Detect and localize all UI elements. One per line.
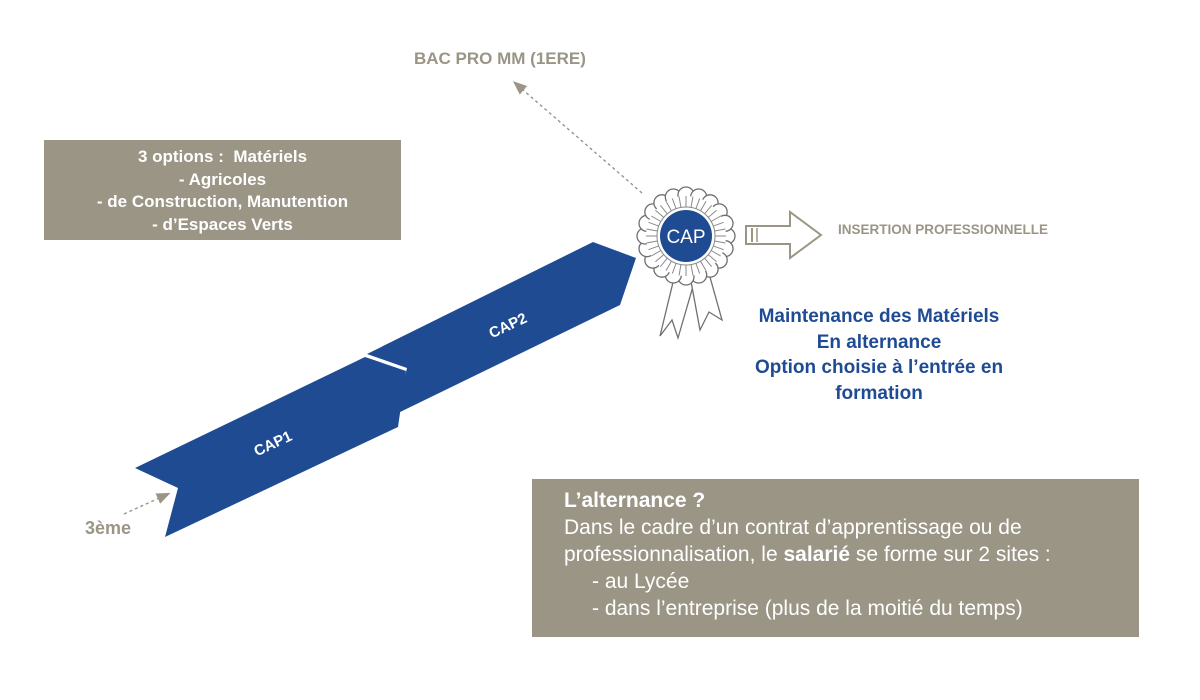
options-line: - Agricoles bbox=[178, 169, 267, 189]
rosette-pleat bbox=[665, 260, 672, 271]
rosette-pleat bbox=[678, 196, 682, 208]
rosette-pleat bbox=[713, 221, 724, 227]
alternance-title: L’alternance ? bbox=[564, 489, 706, 512]
alternance-bold-term: salarié bbox=[783, 543, 851, 566]
rosette-ribbons bbox=[659, 269, 724, 341]
rosette-pleat bbox=[659, 205, 668, 215]
rosette-pleat bbox=[671, 198, 677, 209]
rosette-pleat bbox=[700, 260, 707, 271]
rosette-pleat bbox=[707, 254, 717, 263]
maintenance-line: formation bbox=[835, 382, 923, 404]
rosette-pleat bbox=[713, 245, 724, 251]
rosette-pleat bbox=[648, 245, 659, 251]
cap-badge-label: CAP bbox=[666, 227, 705, 248]
third-grade-label: 3ème bbox=[85, 518, 132, 538]
rosette-pleat bbox=[695, 198, 701, 209]
rosette-pleat bbox=[646, 240, 658, 244]
rosette-pleat bbox=[714, 240, 726, 244]
maintenance-line: Option choisie à l’entrée en bbox=[754, 357, 1004, 378]
alternance-box: L’alternance ? Dans le cadre d’un contra… bbox=[532, 479, 1139, 637]
rosette-pleat bbox=[655, 209, 665, 218]
rosette-pleat bbox=[690, 196, 694, 208]
rosette-pleat bbox=[714, 228, 726, 232]
rosette-pleat bbox=[655, 254, 665, 263]
rosette-pleat bbox=[678, 264, 682, 276]
options-line: - d’Espaces Verts bbox=[152, 214, 293, 234]
rosette-pleat bbox=[710, 250, 721, 257]
cap-to-bac-arrow bbox=[512, 81, 643, 194]
cap1-chevron bbox=[135, 357, 406, 537]
rosette-pleat bbox=[704, 257, 713, 267]
rosette-pleat bbox=[671, 263, 677, 274]
alternance-line: professionnalisation, le salarié se form… bbox=[564, 541, 1139, 568]
rosette-pleat bbox=[710, 215, 721, 222]
cap-badge-center bbox=[660, 210, 712, 262]
rosette-pleat bbox=[695, 263, 701, 274]
maintenance-line: En alternance bbox=[816, 331, 942, 353]
rosette-pleat bbox=[707, 209, 717, 218]
third-to-cap1-arrow bbox=[123, 492, 171, 515]
alternance-list-item: - dans l’entreprise (plus de la moitié d… bbox=[592, 597, 1023, 620]
alternance-list-item: - au Lycée bbox=[592, 570, 690, 593]
rosette-pleat bbox=[659, 257, 668, 267]
alternance-line: Dans le cadre d’un contrat d’apprentissa… bbox=[564, 516, 1022, 539]
options-line: 3 options : Matériels bbox=[137, 147, 308, 166]
maintenance-line: Maintenance des Matériels bbox=[758, 306, 1000, 327]
insertion-arrow bbox=[745, 210, 823, 260]
options-line: - de Construction, Manutention bbox=[96, 192, 349, 211]
cap2-chevron bbox=[367, 242, 636, 414]
insertion-label: INSERTION PROFESSIONNELLE bbox=[838, 222, 1049, 237]
rosette-pleat bbox=[651, 215, 662, 222]
rosette-pleat bbox=[690, 264, 694, 276]
bac-pro-label: BAC PRO MM (1ERE) bbox=[414, 49, 586, 68]
rosette-pleat bbox=[651, 250, 662, 257]
alternance-text: professionnalisation, le bbox=[564, 543, 784, 566]
maintenance-description: Maintenance des Matériels En alternance … bbox=[720, 304, 1038, 406]
rosette-pleat bbox=[704, 205, 713, 215]
options-box: 3 options : Matériels - Agricoles - de C… bbox=[44, 140, 401, 240]
rosette-pleat bbox=[700, 201, 707, 212]
alternance-text: se forme sur 2 sites : bbox=[850, 543, 1051, 566]
rosette-pleat bbox=[646, 228, 658, 232]
rosette-pleat bbox=[665, 201, 672, 212]
rosette-pleat bbox=[648, 221, 659, 227]
